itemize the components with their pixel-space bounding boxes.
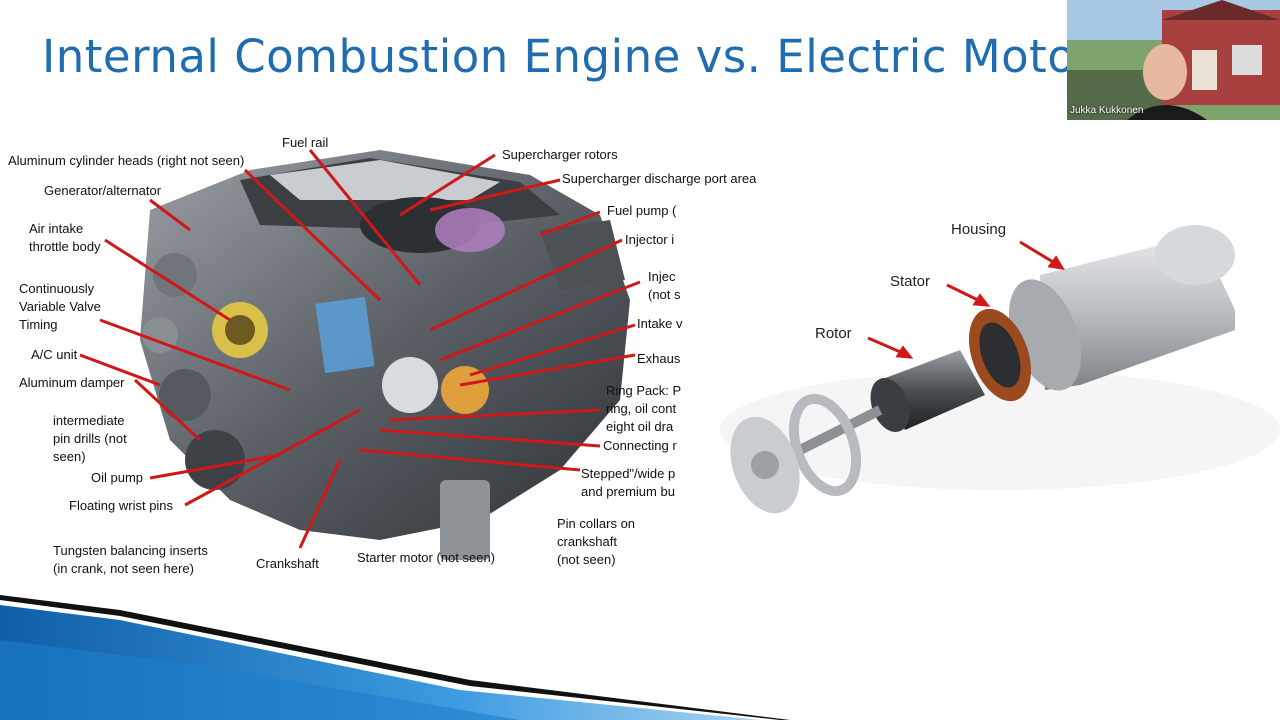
label-injec: Injec (648, 269, 676, 284)
label-housing: Housing (951, 221, 1007, 238)
label-crankshaft: Crankshaft (256, 556, 319, 571)
participant-name: Jukka Kukkonen (1070, 105, 1144, 116)
label-starter-motor: Starter motor (not seen) (357, 550, 495, 565)
label-continuously: Continuously (19, 281, 95, 296)
label-connecting-rod: Connecting r (603, 438, 677, 453)
label-exhaust: Exhaus (637, 351, 681, 366)
label-ring-pack: Ring Pack: P (606, 383, 682, 398)
engine-block (140, 150, 630, 560)
label-stator: Stator (890, 273, 931, 290)
label-throttle-body: throttle body (29, 239, 101, 254)
electric-motor (720, 225, 1280, 514)
label-supercharger-discharge: Supercharger discharge port area (562, 171, 757, 186)
video-tile[interactable]: Jukka Kukkonen (1067, 0, 1280, 120)
label-not-s: (not s (648, 287, 681, 302)
engine-arrows (79, 149, 641, 549)
label-intake-v: Intake v (637, 316, 683, 331)
label-crankshaft-2: crankshaft (557, 534, 617, 549)
label-in-crank: (in crank, not seen here) (53, 561, 194, 576)
label-not-seen: (not seen) (557, 552, 616, 567)
motor-arrows (867, 240, 1065, 359)
label-intermediate: intermediate (53, 413, 125, 428)
label-air-intake: Air intake (29, 221, 84, 236)
footer-band (0, 595, 790, 720)
label-variable-valve: Variable Valve (19, 299, 101, 314)
label-cylinder-heads: Aluminum cylinder heads (right not seen) (8, 153, 245, 168)
label-seen: seen) (53, 449, 86, 464)
label-fuel-rail: Fuel rail (282, 135, 329, 150)
label-stepped: Stepped"/wide p (581, 466, 676, 481)
label-ac-unit: A/C unit (31, 347, 78, 362)
label-rotor: Rotor (815, 325, 852, 342)
label-injector: Injector i (625, 232, 675, 247)
label-aluminum-damper: Aluminum damper (19, 375, 125, 390)
label-pin-drills: pin drills (not (53, 431, 127, 446)
label-generator: Generator/alternator (44, 183, 162, 198)
video-feed (1067, 0, 1280, 120)
label-floating-wrist-pins: Floating wrist pins (69, 498, 174, 513)
label-tungsten: Tungsten balancing inserts (53, 543, 208, 558)
label-timing: Timing (19, 317, 58, 332)
label-eight-oil: eight oil dra (606, 419, 674, 434)
slide-title: Internal Combustion Engine vs. Electric … (42, 30, 1076, 83)
label-supercharger-rotors: Supercharger rotors (502, 147, 618, 162)
label-oil-pump: Oil pump (91, 470, 144, 485)
label-premium: and premium bu (581, 484, 675, 499)
label-pin-collars: Pin collars on (557, 516, 636, 531)
label-fuel-pump: Fuel pump ( (607, 203, 677, 218)
label-ring-oil: ring, oil cont (606, 401, 677, 416)
